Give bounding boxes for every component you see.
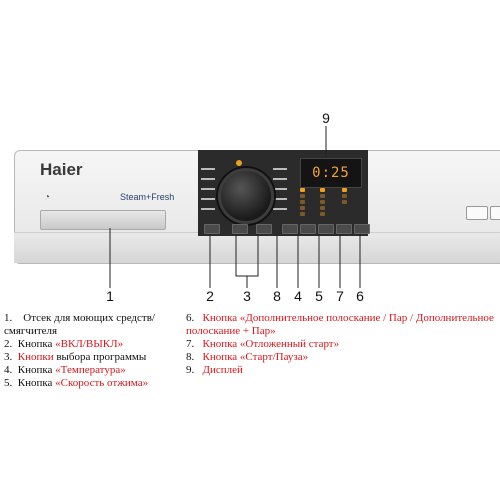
legend-right-column: 6. Кнопка «Дополнительное полоскание / П… <box>186 312 496 377</box>
legend-text: Кнопка <box>17 338 56 350</box>
legend-text: Отсек для моющих средств/смягчителя <box>4 312 155 337</box>
callout-number-8: 8 <box>273 288 281 304</box>
program-button-left[interactable] <box>232 224 248 234</box>
legend-number: 2. <box>4 338 13 350</box>
detergent-drawer[interactable] <box>40 210 166 230</box>
option-leds <box>342 186 356 206</box>
temperature-leds <box>300 186 314 218</box>
legend-item-1: 1. Отсек для моющих средств/смягчителя <box>4 312 179 338</box>
legend-text-red: Дисплей <box>202 364 243 376</box>
led <box>300 206 305 210</box>
led <box>320 212 325 216</box>
temperature-button[interactable] <box>300 224 316 234</box>
dial-label-mark <box>201 168 215 170</box>
legend-item-7: 7. Кнопка «Отложенный старт» <box>186 338 496 351</box>
callout-number-2: 2 <box>206 288 214 304</box>
led <box>300 212 305 216</box>
dial-label-mark <box>201 188 215 190</box>
legend-number: 9. <box>186 364 195 376</box>
callout-number-9: 9 <box>322 110 330 126</box>
power-button[interactable] <box>204 224 220 234</box>
legend-number: 4. <box>4 364 13 376</box>
legend-text-red: Кнопка «Старт/Пауза» <box>202 351 309 363</box>
legend-number: 3. <box>4 351 13 363</box>
legend-number: 1. <box>4 312 13 324</box>
legend-item-9: 9. Дисплей <box>186 364 496 377</box>
callout-number-5: 5 <box>315 288 323 304</box>
program-button-right[interactable] <box>256 224 272 234</box>
dial-indicator-dot <box>236 160 242 166</box>
legend-left-column: 1. Отсек для моющих средств/смягчителя 2… <box>4 312 179 390</box>
dial-label-mark <box>273 208 287 210</box>
led <box>320 194 325 198</box>
button-row <box>200 224 370 236</box>
legend-text: выбора программы <box>53 351 147 363</box>
dial-label-mark <box>201 208 215 210</box>
extra-rinse-steam-button[interactable] <box>354 224 370 234</box>
panel-lower-strip <box>14 232 500 263</box>
washer-control-panel: Haier ◔ Steam+Fresh 0:25 <box>14 110 500 304</box>
dial-label-mark <box>273 178 287 180</box>
legend-item-8: 8. Кнопка «Старт/Пауза» <box>186 351 496 364</box>
dial-label-mark <box>273 198 287 200</box>
legend-item-4: 4. Кнопка «Температура» <box>4 364 179 377</box>
legend-number: 5. <box>4 377 13 389</box>
feature-badge-right <box>490 206 500 220</box>
legend-text-red: «Температура» <box>55 364 126 376</box>
callout-number-3: 3 <box>243 288 251 304</box>
callout-number-1: 1 <box>106 288 114 304</box>
start-pause-button[interactable] <box>282 224 298 234</box>
dial-label-mark <box>273 168 287 170</box>
delay-start-button[interactable] <box>336 224 352 234</box>
steam-fresh-badge: Steam+Fresh <box>120 192 175 202</box>
callout-bracket-3 <box>235 234 259 277</box>
legend-item-3: 3. Кнопки выбора программы <box>4 351 179 364</box>
digital-display: 0:25 <box>300 158 362 188</box>
legend-item-2: 2. Кнопка «ВКЛ/ВЫКЛ» <box>4 338 179 351</box>
legend-item-6: 6. Кнопка «Дополнительное полоскание / П… <box>186 312 496 338</box>
legend-item-5: 5. Кнопка «Скорость отжима» <box>4 377 179 390</box>
brand-logo: Haier <box>40 160 83 179</box>
detergent-icon: ◔ <box>44 192 51 203</box>
feature-badge-left <box>466 206 488 220</box>
legend-text: Кнопка <box>17 364 56 376</box>
spin-leds <box>320 186 334 218</box>
callout-number-4: 4 <box>294 288 302 304</box>
led <box>342 200 347 204</box>
led <box>300 200 305 204</box>
dial-label-mark <box>273 188 287 190</box>
dial-label-mark <box>201 198 215 200</box>
legend-text-red: Кнопка «Дополнительное полоскание / Пар … <box>186 312 494 337</box>
legend-number: 7. <box>186 338 195 350</box>
led <box>342 194 347 198</box>
spin-speed-button[interactable] <box>318 224 334 234</box>
legend-text-red: Кнопки <box>17 351 54 363</box>
callout-lines <box>109 126 361 288</box>
callout-number-7: 7 <box>336 288 344 304</box>
led <box>300 194 305 198</box>
led <box>320 200 325 204</box>
led <box>320 206 325 210</box>
led <box>320 188 325 192</box>
legend-text: Кнопка <box>17 377 56 389</box>
legend-text-red: «ВКЛ/ВЫКЛ» <box>55 338 124 350</box>
led <box>342 188 347 192</box>
dial-label-mark <box>201 178 215 180</box>
legend-text-red: Кнопка «Отложенный старт» <box>202 338 340 350</box>
led <box>300 188 305 192</box>
program-dial[interactable] <box>218 168 274 224</box>
callout-number-6: 6 <box>356 288 364 304</box>
dial-program-labels <box>201 168 287 210</box>
legend-text-red: «Скорость отжима» <box>55 377 149 389</box>
legend-number: 6. <box>186 312 195 324</box>
legend-number: 8. <box>186 351 195 363</box>
